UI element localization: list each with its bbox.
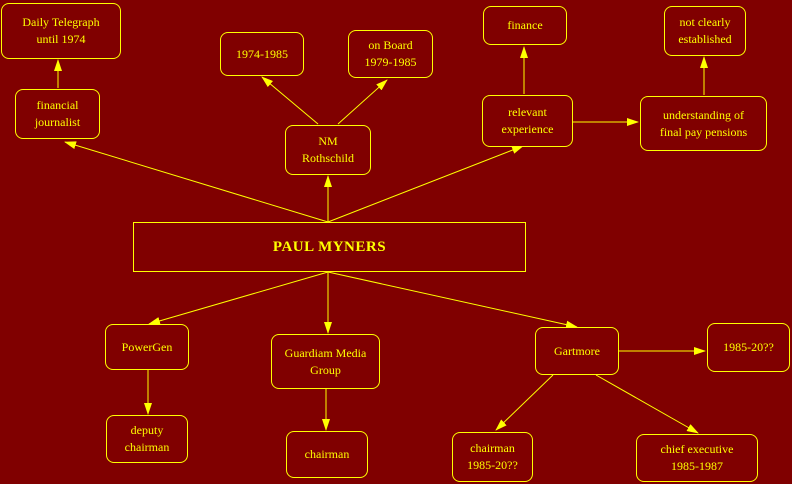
node-1974-1985-label: 1974-1985 (236, 46, 288, 61)
node-1974-1985[interactable]: 1974-1985 (220, 32, 304, 76)
node-relevant-experience[interactable]: relevant experience (482, 95, 573, 147)
node-chief-executive-label: chief executive 1985-1987 (660, 442, 734, 473)
node-relevant-experience-label: relevant experience (501, 105, 554, 136)
node-gmg-chairman-label: chairman (304, 447, 350, 461)
node-daily-telegraph[interactable]: Daily Telegraph until 1974 (1, 3, 121, 59)
central-node-label: PAUL MYNERS (272, 238, 387, 255)
node-powergen[interactable]: PowerGen (105, 324, 189, 370)
node-understanding-pensions[interactable]: understanding of final pay pensions (640, 96, 767, 151)
node-guardian-media-group[interactable]: Guardiam Media Group (271, 334, 380, 389)
node-gmg-chairman[interactable]: chairman (286, 431, 368, 478)
node-daily-telegraph-label: Daily Telegraph until 1974 (22, 15, 100, 46)
node-powergen-label: PowerGen (121, 339, 173, 354)
node-financial-journalist-label: financial journalist (34, 98, 81, 129)
link-center-powergen (148, 271, 329, 325)
link-gartmore-chairman (495, 374, 554, 431)
node-on-board-label: on Board 1979-1985 (364, 38, 417, 69)
node-on-board[interactable]: on Board 1979-1985 (348, 30, 433, 78)
node-financial-journalist[interactable]: financial journalist (15, 89, 100, 139)
node-deputy-chairman[interactable]: deputy chairman (106, 415, 188, 463)
node-finance[interactable]: finance (483, 6, 567, 45)
node-gartmore[interactable]: Gartmore (535, 327, 619, 375)
central-node-paul-myners[interactable]: PAUL MYNERS (133, 222, 526, 272)
node-gartmore-chairman-label: chairman 1985-20?? (467, 441, 518, 472)
node-nm-rothschild[interactable]: NM Rothschild (285, 125, 371, 175)
node-not-clearly-established[interactable]: not clearly established (664, 6, 746, 56)
link-center-gartmore (327, 271, 578, 329)
node-not-clearly-established-label: not clearly established (678, 15, 732, 46)
node-gartmore-label: Gartmore (554, 343, 600, 358)
node-deputy-chairman-label: deputy chairman (124, 423, 170, 454)
node-1985-20-label: 1985-20?? (723, 340, 774, 354)
link-rothschild-onboard (337, 79, 388, 125)
node-nm-rothschild-label: NM Rothschild (301, 134, 354, 165)
link-center-financial-journalist (64, 141, 329, 223)
link-center-relevant-experience (327, 145, 524, 223)
link-rothschild-1974 (261, 76, 319, 125)
node-1985-20[interactable]: 1985-20?? (707, 323, 790, 372)
link-gartmore-ceo (595, 374, 699, 434)
node-finance-label: finance (507, 18, 543, 32)
node-gartmore-chairman[interactable]: chairman 1985-20?? (452, 432, 533, 482)
node-understanding-pensions-label: understanding of final pay pensions (659, 107, 748, 139)
node-guardian-media-group-label: Guardiam Media Group (284, 345, 367, 377)
node-chief-executive[interactable]: chief executive 1985-1987 (636, 434, 758, 482)
